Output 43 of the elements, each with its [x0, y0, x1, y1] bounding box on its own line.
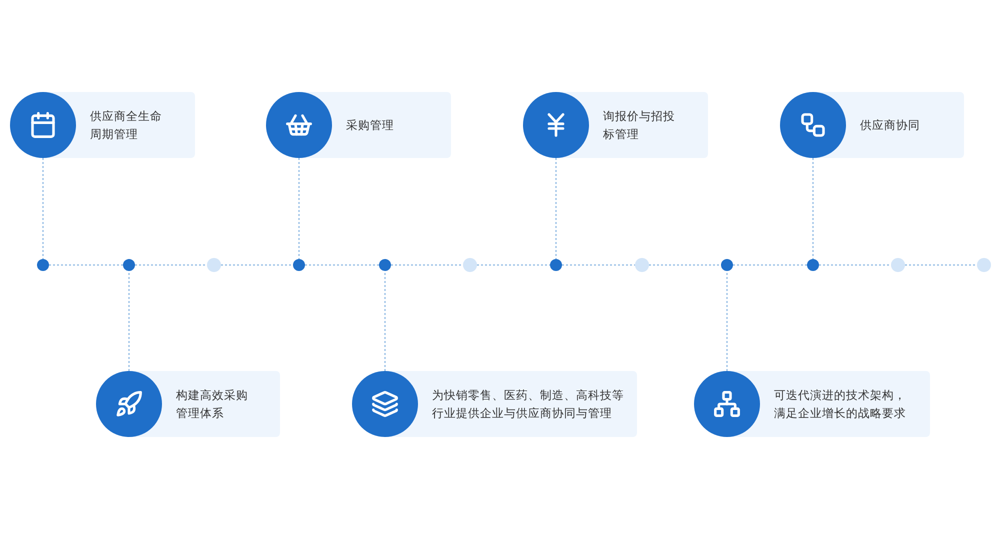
feature-card [352, 371, 637, 437]
feature-card [523, 92, 708, 158]
timeline-dot [721, 259, 733, 271]
feature-card [96, 371, 280, 437]
feature-text: 供应商全生命周期管理 [90, 108, 163, 143]
timeline-dot [977, 258, 991, 272]
dotted-connector [390, 264, 464, 266]
feature-card [266, 92, 451, 158]
dotted-connector [42, 158, 44, 260]
timeline-dot [807, 259, 819, 271]
feature-text: 询报价与招投标管理 [603, 108, 676, 143]
dotted-connector [476, 264, 550, 266]
timeline-dot [550, 259, 562, 271]
dotted-connector [562, 264, 636, 266]
feature-text: 可迭代演进的技术架构，满足企业增长的战略要求 [774, 387, 907, 422]
timeline-dot [293, 259, 305, 271]
timeline-dot [379, 259, 391, 271]
dotted-connector [128, 270, 130, 372]
dotted-connector [726, 270, 728, 372]
feature-text: 采购管理 [346, 117, 394, 134]
dotted-connector [904, 264, 978, 266]
dotted-connector [220, 264, 294, 266]
timeline-dot [123, 259, 135, 271]
feature-text: 供应商协同 [860, 117, 920, 134]
dotted-connector [304, 264, 380, 266]
feature-text: 为快销零售、医药、制造、高科技等行业提供企业与供应商协同与管理 [432, 387, 625, 422]
dotted-connector [812, 158, 814, 260]
dotted-connector [48, 264, 124, 266]
dotted-connector [818, 264, 892, 266]
timeline-dot [891, 258, 905, 272]
feature-card [694, 371, 930, 437]
feature-text: 构建高效采购管理体系 [176, 387, 249, 422]
dotted-connector [298, 158, 300, 260]
dotted-connector [732, 264, 808, 266]
timeline-dot [463, 258, 477, 272]
timeline-dot [37, 259, 49, 271]
dotted-connector [384, 270, 386, 372]
feature-card [10, 92, 195, 158]
timeline-dot [635, 258, 649, 272]
dotted-connector [134, 264, 208, 266]
feature-card [780, 92, 964, 158]
dotted-connector [648, 264, 722, 266]
timeline-dot [207, 258, 221, 272]
